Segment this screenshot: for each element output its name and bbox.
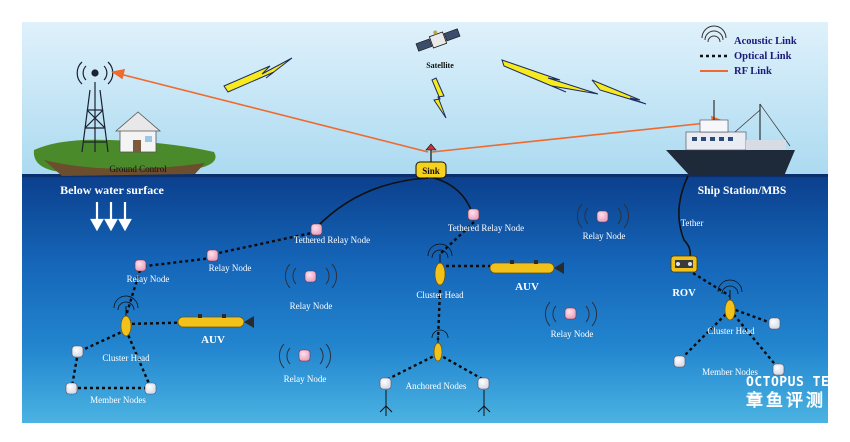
relay-node-b-label: Relay Node [209, 263, 252, 273]
tether-label: Tether [681, 218, 704, 228]
auv-left-label: AUV [201, 334, 225, 346]
relay-node-d-label: Relay Node [583, 231, 626, 241]
tethered-relay-left-label: Tethered Relay Node [294, 235, 370, 245]
tethered-relay-right-label: Tethered Relay Node [448, 223, 524, 233]
satellite-label: Satellite [426, 61, 454, 70]
sink-label: Sink [422, 166, 440, 176]
relay-node-f-label: Relay Node [284, 374, 327, 384]
cluster-head-right-label: Cluster Head [707, 326, 755, 336]
relay-node-a [135, 260, 146, 271]
anchored-nodes-label: Anchored Nodes [406, 381, 467, 391]
relay-node-c-label: Relay Node [290, 301, 333, 311]
relay-node-e-label: Relay Node [551, 329, 594, 339]
auv-right-label: AUV [515, 281, 539, 293]
watermark-line2: 章鱼评测 [746, 390, 826, 411]
legend-rf-label: RF Link [734, 66, 772, 77]
watermark-line1: OCTOPUS TEST [746, 375, 846, 390]
relay-node-a-label: Relay Node [127, 274, 170, 284]
cluster-head-left-label: Cluster Head [102, 353, 150, 363]
rov-vehicle [671, 256, 697, 272]
down-arrows-icon [92, 202, 130, 229]
ground-control-label: Ground Control [109, 164, 167, 174]
below-surface-label: Below water surface [60, 183, 164, 197]
tethered-relay-node-left [311, 224, 322, 235]
tethered-relay-node-right [468, 209, 479, 220]
legend-acoustic-label: Acoustic Link [734, 36, 797, 47]
rov-label: ROV [672, 288, 696, 299]
relay-node-b [207, 250, 218, 261]
legend-optical-label: Optical Link [734, 51, 792, 62]
member-nodes-left-label: Member Nodes [90, 395, 146, 405]
ship-station-label: Ship Station/MBS [698, 185, 787, 197]
cluster-head-center-label: Cluster Head [416, 290, 464, 300]
